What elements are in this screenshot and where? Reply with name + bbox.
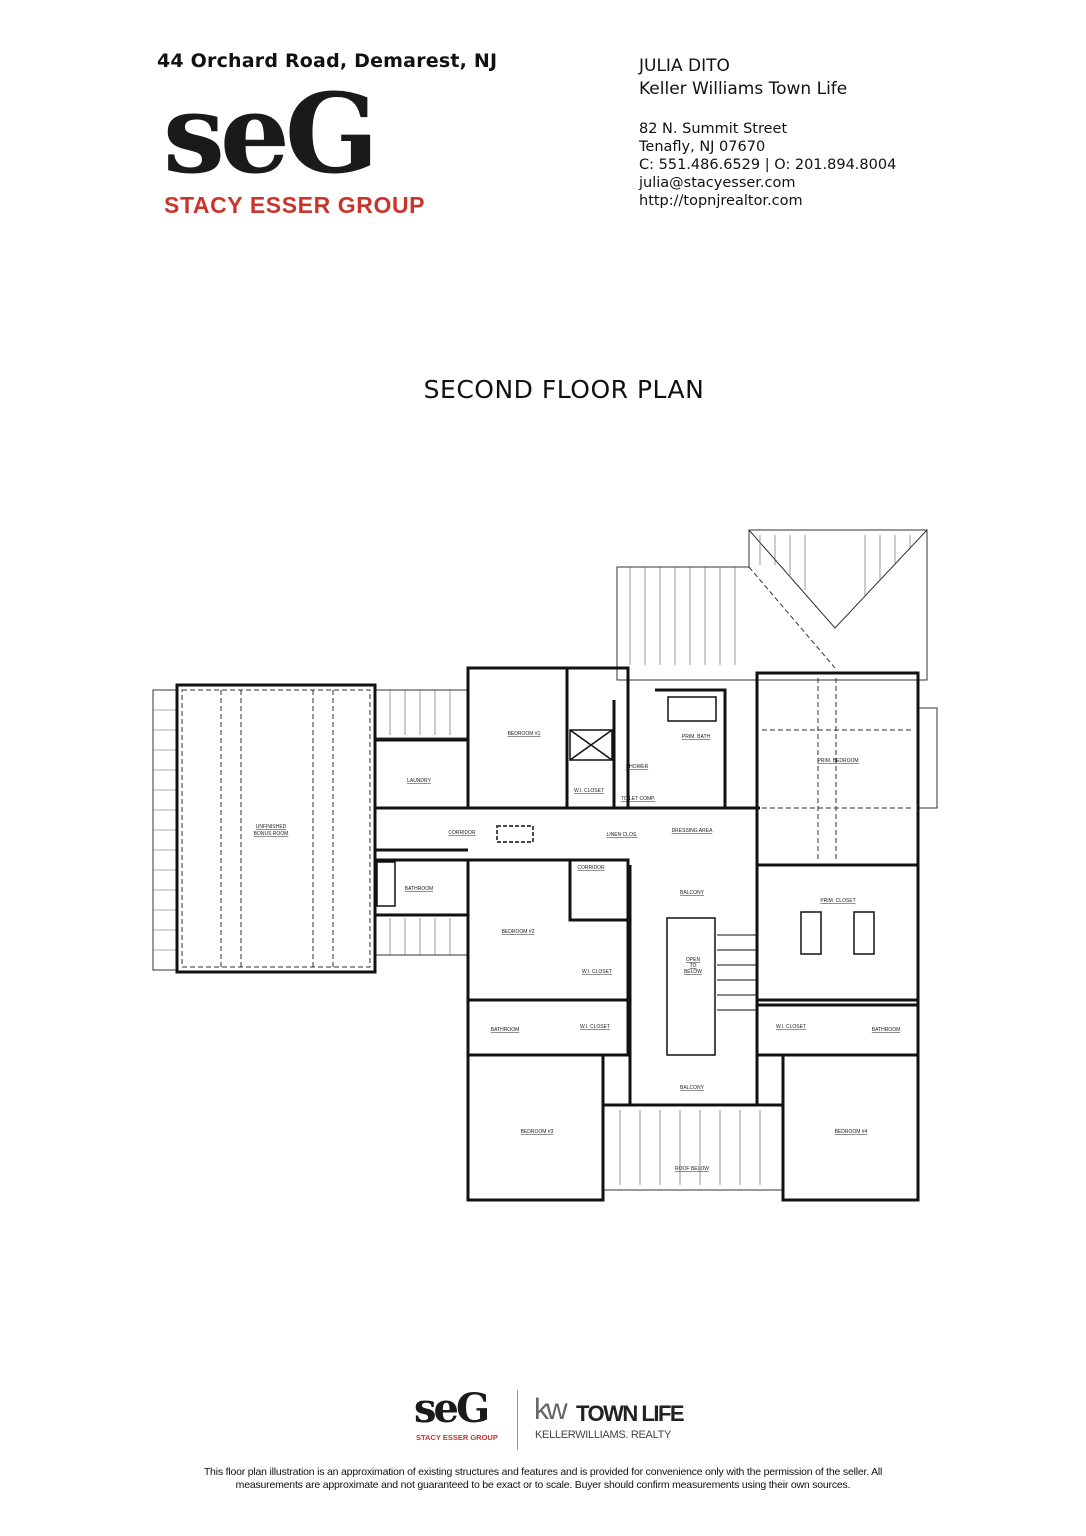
seg-logo: seG STACY ESSER GROUP (163, 69, 473, 222)
footer-seg-mark: seG (414, 1385, 490, 1432)
hall-bathtub-icon (376, 861, 396, 907)
label-balcony-1: BALCONY (680, 890, 705, 896)
label-bonus-2: BONUS ROOM (254, 831, 289, 837)
property-address: 44 Orchard Road, Demarest, NJ (157, 50, 498, 72)
plan-title: SECOND FLOOR PLAN (423, 375, 705, 404)
label-toilet: TOILET COMP. (621, 796, 655, 802)
label-open-1: OPEN (686, 957, 701, 963)
label-bedroom-4: BEDROOM #4 (835, 1129, 868, 1135)
label-laundry: LAUNDRY (407, 778, 431, 784)
roof-lines (153, 535, 911, 1185)
top-roof (616, 529, 928, 681)
label-prim-bath: PRIM. BATH (682, 734, 711, 740)
contact-block: 82 N. Summit Street Tenafly, NJ 07670 C:… (639, 120, 896, 210)
label-prim-bedroom: PRIM. BEDROOM (817, 758, 858, 764)
label-bath-3: BATHROOM (491, 1027, 520, 1033)
label-bath-hall: BATHROOM (405, 886, 434, 892)
bathtub-icon (667, 696, 717, 722)
roof-lower-mid (374, 914, 469, 956)
label-bedroom-3: BEDROOM #3 (521, 1129, 554, 1135)
disclaimer: This floor plan illustration is an appro… (100, 1466, 986, 1492)
label-prim-closet: PRIM. CLOSET (820, 898, 855, 904)
disclaimer-line-1: This floor plan illustration is an appro… (203, 1466, 883, 1478)
agent-block: JULIA DITO Keller Williams Town Life (639, 55, 847, 101)
footer-kw-mark: kw (534, 1393, 568, 1426)
shower-icon (569, 729, 613, 761)
walls (175, 666, 920, 1202)
label-roof-below: ROOF BELOW (675, 1166, 709, 1172)
brokerage: Keller Williams Town Life (639, 79, 848, 99)
footer-seg-name: STACY ESSER GROUP (416, 1433, 498, 1442)
label-wic-4: W.I. CLOSET (776, 1024, 806, 1030)
seg-logo-mark: seG (163, 69, 379, 198)
label-open-3: BELOW (684, 969, 702, 975)
label-dressing: DRESSING AREA (672, 828, 714, 834)
footer-divider (517, 1390, 518, 1450)
roof-ridge (748, 530, 836, 669)
label-open-2: TO (690, 963, 697, 969)
stairs-icon (717, 934, 757, 1011)
footer-kw-town: TOWN LIFE (576, 1401, 685, 1426)
label-balcony-2: BALCONY (680, 1085, 705, 1091)
footer-logos: seG STACY ESSER GROUP kw TOWN LIFE KELLE… (414, 1385, 685, 1452)
phones: C: 551.486.6529 | O: 201.894.8004 (639, 157, 897, 173)
open-to-below-void (666, 917, 716, 1056)
fixtures (376, 696, 875, 1056)
roof-below (602, 1104, 784, 1191)
roof-hip (748, 529, 928, 629)
website[interactable]: http://topnjrealtor.com (639, 193, 803, 209)
label-bedroom-2: BEDROOM #2 (502, 929, 535, 935)
label-linen: LINEN CLOS. (606, 832, 637, 838)
disclaimer-line-2: measurements are approximate and not gua… (235, 1479, 851, 1491)
dashed-lines (181, 678, 913, 968)
room-labels: UNFINISHED BONUS ROOM LAUNDRY CORRIDOR B… (254, 731, 901, 1172)
email[interactable]: julia@stacyesser.com (639, 175, 796, 191)
label-bath-4: BATHROOM (872, 1027, 901, 1033)
label-bedroom-1: BEDROOM #1 (508, 731, 541, 737)
label-corridor-1: CORRIDOR (448, 830, 476, 836)
agent-name: JULIA DITO (639, 56, 730, 76)
footer-kw-realty: KELLERWILLIAMS. REALTY (535, 1429, 672, 1441)
attic-hatch (496, 825, 534, 843)
street: 82 N. Summit Street (639, 121, 788, 137)
label-wic-1: W.I. CLOSET (574, 788, 604, 794)
city: Tenafly, NJ 07670 (639, 139, 766, 155)
seg-logo-name: STACY ESSER GROUP (164, 192, 426, 218)
label-shower: SHOWER (626, 764, 649, 770)
right-roof (917, 707, 938, 809)
roof-upper-mid (374, 689, 469, 739)
label-corridor-2: CORRIDOR (577, 865, 605, 871)
label-wic-3: W.I. CLOSET (580, 1024, 610, 1030)
label-wic-2: W.I. CLOSET (582, 969, 612, 975)
label-bonus-1: UNFINISHED (256, 824, 287, 830)
